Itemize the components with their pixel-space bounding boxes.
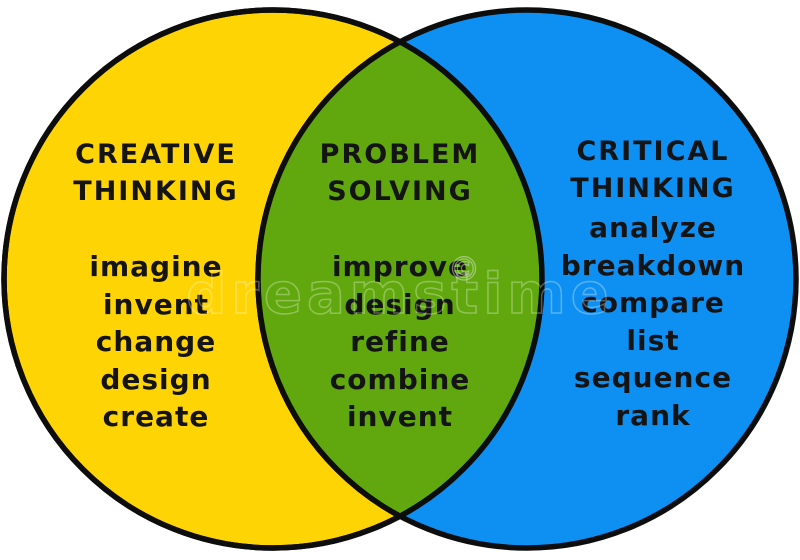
list-item: improve [331, 250, 469, 283]
list-item: list [626, 323, 680, 357]
list-item: breakdown [560, 248, 746, 282]
title-line: THINKING [73, 176, 239, 207]
creative-thinking-title: CREATIVE THINKING [26, 136, 286, 210]
problem-solving-section: PROBLEM SOLVING improve design refine co… [270, 136, 530, 436]
title-line: CRITICAL [576, 136, 730, 167]
critical-thinking-items: analyze breakdown compare list sequence … [523, 209, 783, 434]
creative-circle-outline [1, 7, 545, 551]
title-line: PROBLEM [319, 139, 481, 170]
creative-thinking-items: imagine invent change design create [26, 248, 286, 436]
list-item: design [100, 362, 212, 396]
list-item: analyze [589, 211, 717, 244]
list-item: create [102, 400, 210, 433]
critical-thinking-section: CRITICAL THINKING analyze breakdown comp… [523, 133, 783, 434]
list-item: imagine [89, 250, 223, 283]
list-item: combine [329, 362, 471, 396]
critical-thinking-title: CRITICAL THINKING [523, 133, 783, 207]
list-item: change [95, 325, 217, 358]
list-item: invent [102, 287, 210, 321]
list-item: refine [350, 325, 450, 358]
title-line: CREATIVE [75, 139, 237, 170]
title-line: THINKING [570, 173, 736, 204]
title-line: SOLVING [327, 176, 473, 207]
list-item: compare [581, 286, 725, 319]
problem-solving-title: PROBLEM SOLVING [270, 136, 530, 210]
creative-thinking-section: CREATIVE THINKING imagine invent change … [26, 136, 286, 436]
list-item: sequence [573, 361, 733, 394]
problem-solving-items: improve design refine combine invent [270, 248, 530, 436]
list-item: invent [346, 400, 454, 433]
overlap-lens [255, 10, 542, 548]
list-item: design [344, 287, 456, 321]
list-item: rank [615, 398, 691, 432]
